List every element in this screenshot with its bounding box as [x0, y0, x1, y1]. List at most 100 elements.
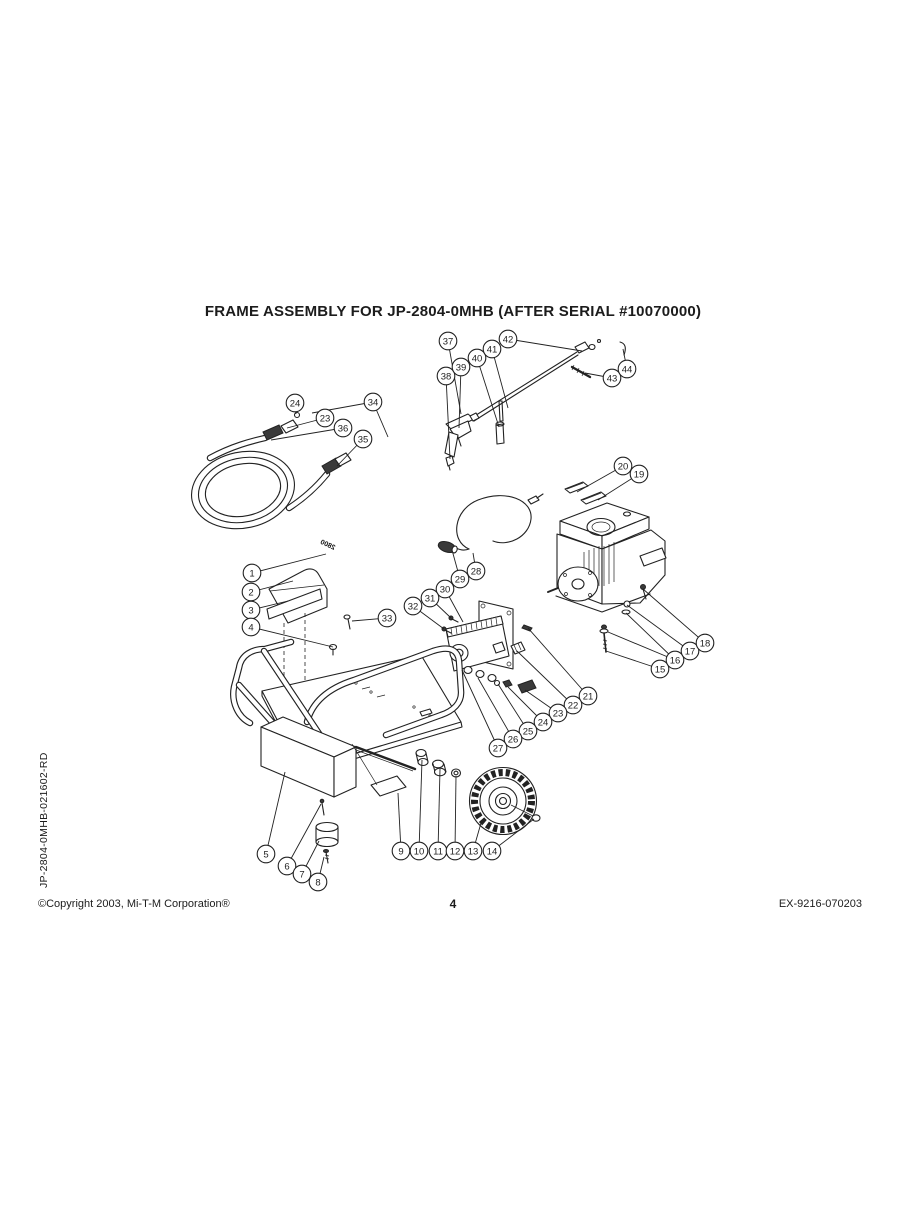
callout-22: 22	[516, 650, 583, 715]
callout-number: 23	[553, 708, 564, 719]
callout-30: 30	[435, 579, 464, 623]
callout-25: 25	[497, 683, 538, 741]
callout-26: 26	[477, 677, 523, 749]
callout-16: 16	[607, 612, 685, 670]
callout-balloon	[548, 703, 568, 723]
callout-20: 20	[576, 456, 633, 493]
callout-23: 23	[524, 689, 568, 723]
callout-18: 18	[642, 588, 715, 653]
callout-17: 17	[626, 604, 700, 661]
callout-23: 23	[286, 408, 335, 429]
callout-balloon	[353, 429, 373, 449]
callout-number: 26	[508, 734, 519, 745]
callout-balloon	[613, 456, 633, 476]
callout-number: 11	[433, 846, 443, 857]
callout-28: 28	[466, 552, 486, 581]
callout-number: 20	[618, 461, 629, 472]
callout-number: 21	[583, 691, 594, 702]
callout-number: 23	[320, 413, 331, 424]
callout-38: 38	[436, 366, 456, 460]
callout-13: 13	[463, 822, 483, 861]
engine-brackets-drawing	[564, 481, 607, 505]
wand-drawing	[469, 338, 602, 422]
callout-number: 16	[670, 655, 681, 666]
callout-number: 13	[468, 846, 479, 857]
callout-balloon	[409, 841, 429, 861]
callout-number: 24	[290, 398, 301, 409]
callout-number: 17	[685, 646, 696, 657]
callout-number: 24	[538, 717, 549, 728]
callout-number: 19	[634, 469, 645, 480]
callout-balloon	[498, 329, 518, 349]
callout-number: 34	[368, 397, 379, 408]
callout-balloon	[503, 729, 523, 749]
callout-29: 29	[450, 549, 470, 589]
callout-balloon	[482, 841, 502, 861]
callout-balloon	[363, 392, 383, 412]
callout-12: 12	[445, 775, 465, 861]
callout-balloon	[420, 588, 440, 608]
callout-number: 7	[299, 869, 304, 880]
callout-balloon	[277, 856, 297, 876]
callout-number: 22	[568, 700, 579, 711]
callout-number: 38	[441, 371, 452, 382]
callout-balloon	[241, 617, 261, 637]
document-side-label: JP-2804-0MHB-021602-RD	[38, 752, 50, 888]
callout-number: 39	[456, 362, 467, 373]
callout-number: 6	[284, 861, 289, 872]
callout-number: 25	[523, 726, 534, 737]
callout-balloon	[629, 464, 649, 484]
callout-5: 5	[256, 771, 286, 864]
callout-9: 9	[391, 792, 411, 861]
siphon-hose-drawing	[437, 493, 544, 554]
hose-coil-drawing	[190, 450, 296, 530]
callout-number: 31	[425, 593, 436, 604]
callout-number: 15	[655, 664, 666, 675]
copyright-text: ©Copyright 2003, Mi-T-M Corporation®	[38, 898, 230, 910]
callout-32: 32	[403, 596, 445, 630]
callout-number: 18	[700, 638, 711, 649]
callout-43: 43	[584, 368, 622, 388]
page-number: 4	[449, 897, 457, 911]
callout-number: 14	[487, 846, 498, 857]
callout-balloon	[315, 408, 335, 428]
callout-33: 33	[351, 608, 397, 628]
callout-number: 8	[315, 877, 320, 888]
callout-number: 44	[622, 364, 633, 375]
callout-number: 42	[503, 334, 514, 345]
callout-36: 36	[270, 418, 353, 441]
callout-balloon	[285, 393, 305, 413]
callout-number: 3	[248, 605, 253, 616]
callout-number: 32	[408, 601, 419, 612]
callout-24: 24	[285, 393, 305, 415]
callout-number: 27	[493, 743, 504, 754]
callout-balloon	[450, 569, 470, 589]
callout-21: 21	[527, 627, 598, 706]
callout-number: 36	[338, 423, 349, 434]
callout-41: 41	[482, 339, 509, 409]
callout-balloon	[242, 563, 262, 583]
callout-number: 41	[487, 344, 498, 355]
callout-7: 7	[292, 840, 320, 884]
callout-balloon	[451, 357, 471, 377]
callout-6: 6	[277, 803, 322, 876]
callout-balloon	[533, 712, 553, 732]
callout-8: 8	[308, 856, 328, 892]
callout-24: 24	[507, 686, 553, 732]
foot-parts-drawing	[315, 798, 339, 864]
callout-number: 37	[443, 336, 454, 347]
callout-40: 40	[467, 348, 500, 428]
callout-4: 4	[241, 617, 334, 648]
callout-number: 4	[248, 622, 253, 633]
callout-number: 35	[358, 434, 369, 445]
callout-balloon	[466, 561, 486, 581]
callout-42: 42	[498, 329, 583, 352]
callout-balloon	[578, 686, 598, 706]
callout-balloon	[333, 418, 353, 438]
callout-balloon	[602, 368, 622, 388]
wire-44-drawing	[619, 341, 626, 356]
callout-balloon	[403, 596, 423, 616]
callout-balloon	[377, 608, 397, 628]
